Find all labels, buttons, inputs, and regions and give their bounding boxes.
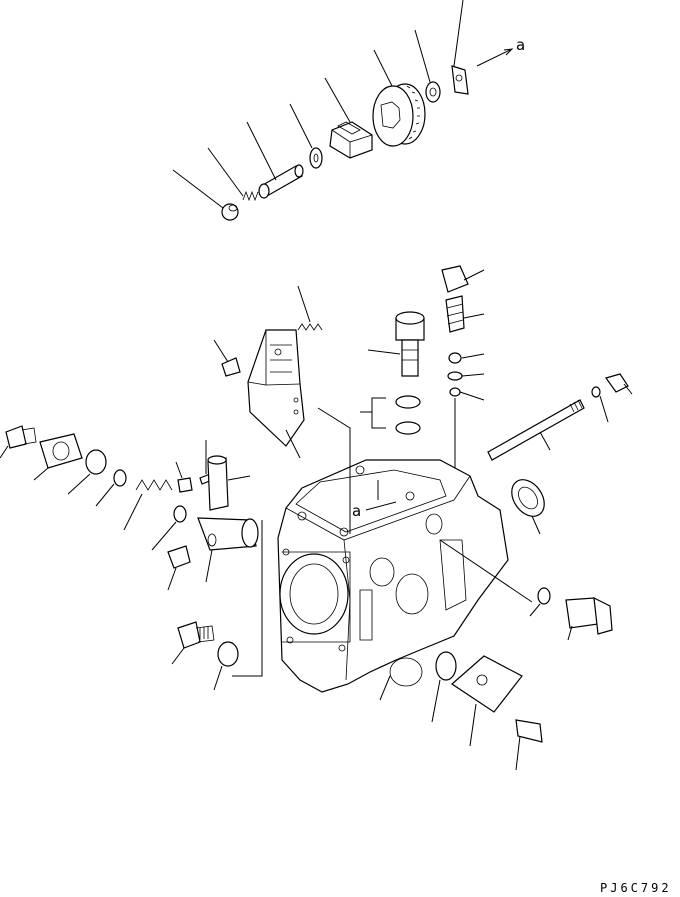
control-rod [487,373,633,461]
governor-cover [213,285,323,459]
left-sleeve [197,517,257,551]
left-bolt [5,425,27,449]
shaft [258,164,304,199]
left-o-ring [85,449,107,475]
view-label-a-housing: a [352,502,361,520]
right-cover-plate [451,655,523,713]
housing-bore [279,553,349,635]
view-label-a: a [516,36,525,54]
left-pin [207,457,229,511]
pump-housing [277,407,533,701]
left-spring [135,479,173,491]
lock-plate [451,65,469,95]
gear [372,83,426,147]
right-bolt [515,719,543,743]
upper-assembly: a [172,0,525,221]
drawing-code: PJ6C792 [600,881,672,895]
bearing [511,479,545,535]
small-spring [242,190,259,202]
left-parts [0,425,259,591]
governor-block [329,121,373,159]
washer-mid [309,147,323,169]
right-plug-bolt [565,597,599,629]
cover-plug [221,357,241,377]
gasket-lower [395,421,421,435]
hollow-bolt [367,311,425,377]
left-flange [39,433,83,469]
small-cap [221,203,239,221]
right-lower-parts [431,587,613,771]
valve-fittings [441,265,485,480]
washer-upper [425,81,441,103]
gasket-upper [395,395,421,409]
lower-left-parts [171,520,263,691]
view-arrow [476,49,511,67]
cover-spring [297,323,323,331]
